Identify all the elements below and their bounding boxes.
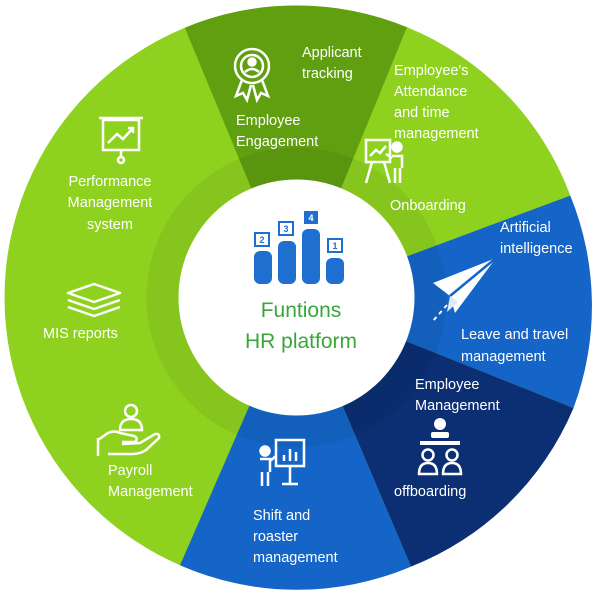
label-leave-travel: Leave and travel management — [461, 327, 568, 365]
label-mis-reports: MIS reports — [43, 326, 118, 342]
svg-text:roaster: roaster — [253, 529, 298, 545]
svg-text:Artificial: Artificial — [500, 220, 551, 236]
svg-text:system: system — [87, 217, 133, 233]
svg-text:MIS reports: MIS reports — [43, 326, 118, 342]
award-icon — [233, 47, 271, 104]
svg-text:intelligence: intelligence — [500, 241, 573, 257]
svg-text:Employee: Employee — [236, 113, 300, 129]
svg-text:management: management — [394, 126, 479, 142]
svg-text:Applicant: Applicant — [302, 45, 362, 61]
label-shift-roaster: Shift and roaster management — [253, 508, 338, 566]
chart-board-icon — [99, 116, 143, 165]
svg-text:Management: Management — [108, 484, 193, 500]
svg-text:Performance: Performance — [68, 174, 151, 190]
label-artificial-intelligence: Artificial intelligence — [500, 220, 573, 257]
hand-care-icon — [96, 403, 161, 456]
svg-text:Management: Management — [68, 195, 153, 211]
layers-icon — [66, 282, 122, 318]
bar-number-3: 4 — [308, 213, 313, 223]
svg-text:management: management — [461, 349, 546, 365]
label-employee-management: Employee Management — [415, 377, 500, 414]
presentation-icon — [364, 138, 404, 184]
svg-text:Management: Management — [415, 398, 500, 414]
svg-text:Engagement: Engagement — [236, 134, 318, 150]
center-title-line1: Funtions — [261, 299, 342, 322]
svg-text:Leave and travel: Leave and travel — [461, 327, 568, 343]
team-meeting-icon — [417, 418, 463, 476]
center-title-line2: HR platform — [245, 330, 357, 353]
bar-number-2: 3 — [283, 224, 288, 234]
svg-text:management: management — [253, 550, 338, 566]
svg-text:Onboarding: Onboarding — [390, 198, 466, 214]
svg-text:Shift and: Shift and — [253, 508, 310, 524]
label-onboarding: Onboarding — [390, 198, 466, 214]
svg-text:tracking: tracking — [302, 66, 353, 82]
svg-text:Attendance: Attendance — [394, 84, 467, 100]
bar-number-4: 1 — [332, 241, 337, 251]
segment-blue-right — [296, 195, 592, 408]
label-offboarding: offboarding — [394, 484, 466, 500]
label-applicant-tracking: Applicant tracking — [302, 45, 362, 82]
bar-number-1: 2 — [259, 235, 264, 245]
paper-plane-icon — [431, 257, 497, 323]
label-payroll: Payroll Management — [108, 463, 193, 500]
presenter-chart-icon — [259, 438, 306, 486]
svg-text:Payroll: Payroll — [108, 463, 152, 479]
podium-bars-icon — [254, 211, 344, 284]
center-hub — [178, 179, 415, 416]
svg-text:Employee: Employee — [415, 377, 479, 393]
label-employee-engagement: Employee Engagement — [236, 113, 318, 150]
svg-text:Employee's: Employee's — [394, 63, 469, 79]
label-performance: Performance Management system — [68, 174, 153, 233]
svg-text:offboarding: offboarding — [394, 484, 466, 500]
segment-blue-bottom — [180, 297, 411, 590]
label-attendance: Employee's Attendance and time managemen… — [394, 63, 479, 142]
svg-text:and time: and time — [394, 105, 450, 121]
